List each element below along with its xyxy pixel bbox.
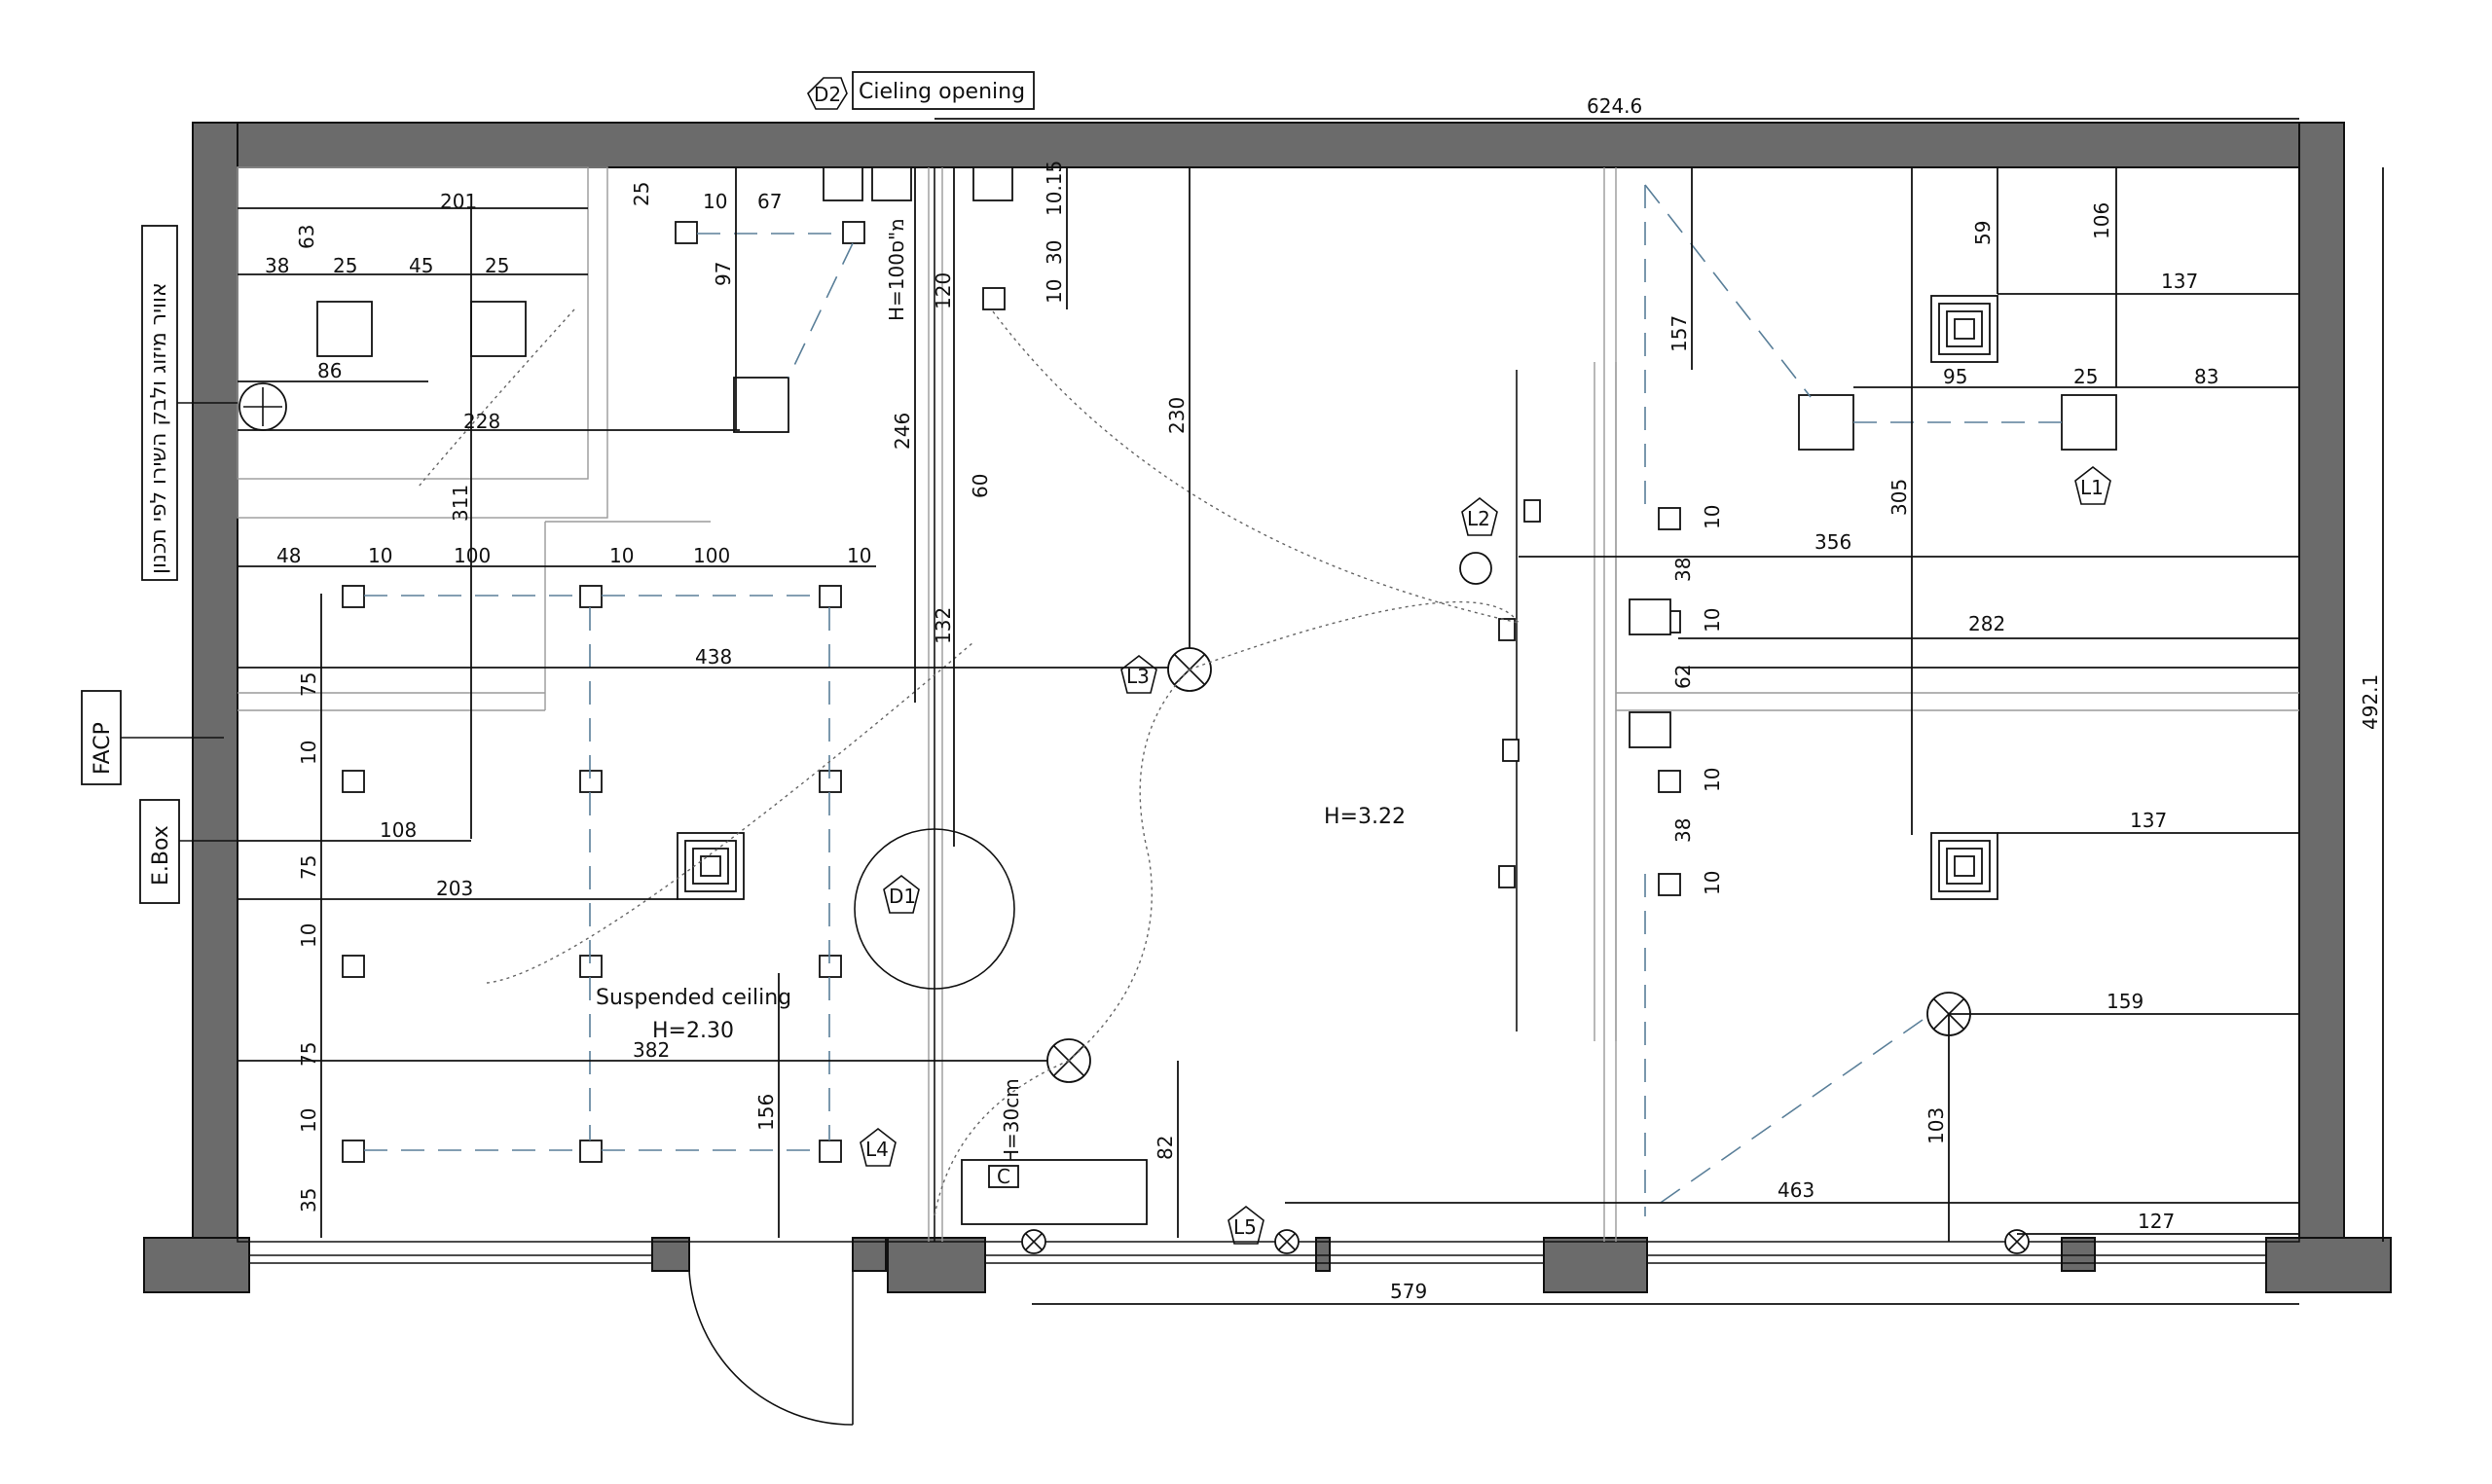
fixture-height: H=30cm	[1000, 1078, 1023, 1164]
exterior-walls	[143, 122, 2392, 1293]
dim-356: 356	[1814, 530, 1851, 554]
dim-159: 159	[2107, 990, 2144, 1013]
dim-10-h: 10	[1043, 279, 1066, 304]
exhaust-fan	[238, 382, 287, 431]
dim-83: 83	[2194, 365, 2218, 388]
dim-95: 95	[1943, 365, 1967, 388]
dim-75-c: 75	[297, 1042, 320, 1067]
tag-c: C	[997, 1165, 1010, 1188]
dim-25-c: 25	[485, 254, 509, 277]
suspended-ceiling-height: H=2.30	[652, 1019, 734, 1043]
dim-97: 97	[712, 262, 735, 286]
dim-157: 157	[1667, 315, 1691, 352]
dim-10-15: 10.15	[1043, 161, 1066, 216]
dim-127: 127	[2138, 1210, 2175, 1233]
dim-10-d: 10	[847, 544, 871, 567]
dim-106: 106	[2090, 202, 2113, 239]
dim-120: 120	[932, 272, 955, 309]
dim-132: 132	[932, 607, 955, 644]
side-label-hebrew: אוויר מיזוג ולבק השירו לפי תכנון	[147, 282, 171, 574]
ceiling-light-grid	[316, 184, 2117, 1216]
dim-25-d: 25	[2073, 365, 2098, 388]
tag-l3: L3	[1126, 665, 1150, 688]
door	[688, 1270, 854, 1426]
tag-d1: D1	[889, 885, 916, 908]
dimension-lines	[238, 118, 2384, 1305]
dim-10-f: 10	[297, 923, 320, 948]
dim-228: 228	[463, 410, 500, 433]
dim-82: 82	[1154, 1136, 1177, 1160]
shaft-height: H=100מ"ס	[885, 218, 908, 321]
dim-10-g: 10	[297, 1108, 320, 1133]
switch-wiring	[418, 308, 1520, 1217]
dim-10: 10	[703, 190, 727, 213]
dim-108: 108	[380, 818, 417, 842]
dim-67: 67	[757, 190, 782, 213]
dim-60: 60	[969, 474, 992, 498]
dim-75-b: 75	[297, 855, 320, 880]
tag-d2: D2	[814, 83, 841, 106]
dim-38: 38	[265, 254, 289, 277]
dim-75-a: 75	[297, 672, 320, 697]
dim-463: 463	[1777, 1178, 1814, 1202]
overall-height: 492.1	[2359, 674, 2382, 730]
side-label-ebox: E.Box	[149, 825, 173, 886]
wall-fixtures-top	[823, 166, 1671, 748]
dim-10-j: 10	[1701, 608, 1724, 633]
annotations: 624.6 492.1 579 H=3.22 Suspended ceiling…	[81, 71, 2382, 1303]
dim-30: 30	[1043, 240, 1066, 265]
tag-l2: L2	[1467, 507, 1490, 530]
dim-230: 230	[1165, 397, 1189, 434]
dim-59: 59	[1971, 221, 1995, 245]
dim-86: 86	[317, 359, 342, 382]
bottom-dim: 579	[1390, 1280, 1427, 1303]
side-label-facp: FACP	[91, 722, 115, 775]
dim-382: 382	[633, 1038, 670, 1062]
dim-63: 63	[295, 225, 318, 249]
dim-100: 100	[454, 544, 491, 567]
dim-203: 203	[436, 877, 473, 900]
overall-width: 624.6	[1587, 94, 1642, 118]
dim-438: 438	[695, 645, 732, 669]
dim-137-a: 137	[2161, 270, 2198, 293]
dim-10-b: 10	[368, 544, 392, 567]
track-light	[1459, 370, 1541, 1032]
dim-62: 62	[1671, 665, 1695, 689]
dimension-labels: 201 25 10 67 38 25 45 25 63 97 86 228 31…	[265, 161, 2218, 1233]
dim-137-b: 137	[2130, 809, 2167, 832]
tag-l4: L4	[865, 1138, 889, 1161]
dim-246: 246	[891, 413, 914, 450]
dim-45: 45	[409, 254, 433, 277]
dim-10-i: 10	[1701, 505, 1724, 529]
dim-10-k: 10	[1701, 768, 1724, 792]
dim-35: 35	[297, 1188, 320, 1213]
dim-38-a: 38	[1671, 558, 1695, 582]
air-diffusers	[677, 295, 1998, 900]
dim-311: 311	[449, 485, 472, 522]
dim-10-c: 10	[609, 544, 634, 567]
dim-10-l: 10	[1701, 871, 1724, 895]
room-height: H=3.22	[1324, 805, 1406, 829]
dim-156: 156	[754, 1094, 778, 1131]
tag-l1: L1	[2080, 476, 2104, 499]
dim-48: 48	[276, 544, 301, 567]
dim-103: 103	[1924, 1107, 1948, 1144]
dim-201: 201	[440, 190, 477, 213]
ceiling-opening-label: Cieling opening	[859, 80, 1025, 104]
suspended-ceiling-zone	[237, 166, 2299, 1242]
d1-opening	[854, 828, 1015, 990]
dim-38-b: 38	[1671, 818, 1695, 843]
suspended-ceiling-label: Suspended ceiling	[596, 986, 791, 1010]
dim-25: 25	[630, 182, 653, 206]
cross-lights	[1021, 647, 2030, 1254]
dim-100-b: 100	[693, 544, 730, 567]
dim-10-e: 10	[297, 741, 320, 765]
dim-305: 305	[1887, 479, 1911, 516]
tag-l5: L5	[1233, 1215, 1257, 1239]
dim-282: 282	[1968, 612, 2005, 635]
dim-25-b: 25	[333, 254, 357, 277]
